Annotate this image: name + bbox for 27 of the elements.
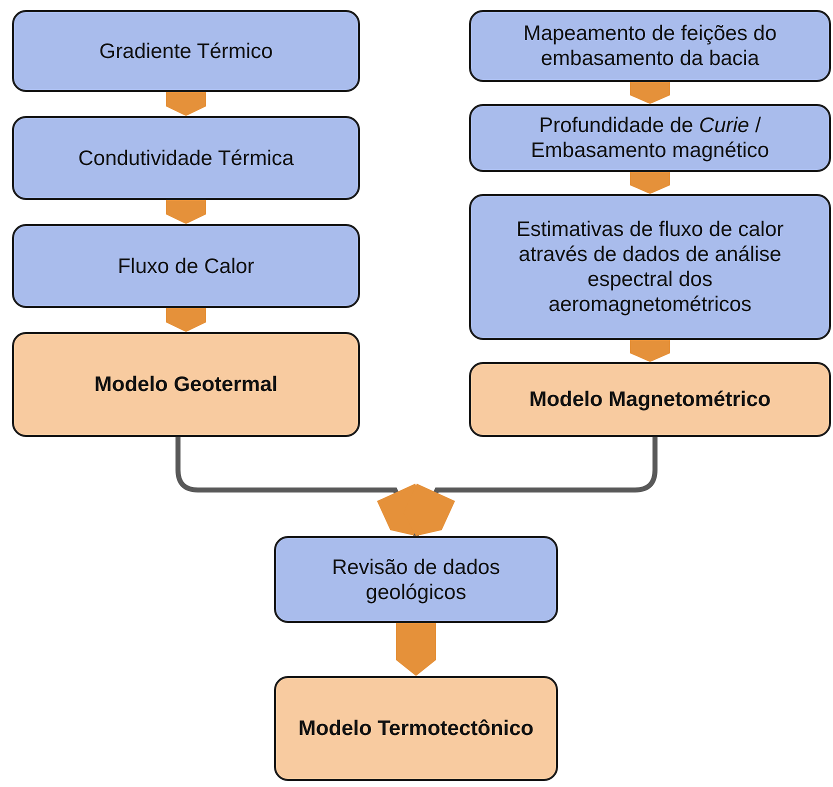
node-label: Condutividade Térmica	[78, 146, 294, 170]
process-box	[469, 104, 831, 172]
model-box	[274, 676, 558, 781]
node-label: Fluxo de Calor	[118, 254, 254, 278]
process-box	[12, 224, 360, 308]
block-arrow	[630, 172, 670, 194]
node-label: Modelo Magnetométrico	[529, 387, 771, 412]
node-label: Gradiente Térmico	[99, 38, 273, 64]
node-label: Estimativas de fluxo de calor através de dados de análise espectral dos aeromagnetométricos	[515, 217, 785, 317]
node-label: Revisão de dados geológicos	[330, 554, 502, 604]
block-arrow	[630, 82, 670, 104]
block-arrow	[630, 340, 670, 362]
node-label: Modelo Termotectônico	[298, 716, 534, 741]
block-arrow	[396, 623, 436, 676]
process-box	[274, 536, 558, 623]
process-box	[12, 116, 360, 200]
node-label: Mapeamento de feições do embasamento da bacia	[522, 21, 778, 71]
block-arrow	[166, 92, 206, 116]
node-label: Modelo Geotermal	[94, 372, 278, 397]
process-box	[12, 10, 360, 92]
model-box	[12, 332, 360, 437]
block-arrow	[166, 308, 206, 332]
process-box	[469, 10, 831, 82]
model-box	[469, 362, 831, 437]
block-arrow	[166, 200, 206, 224]
process-box	[469, 194, 831, 340]
node-label: Profundidade de Curie / Embasamento magnético	[530, 113, 770, 163]
